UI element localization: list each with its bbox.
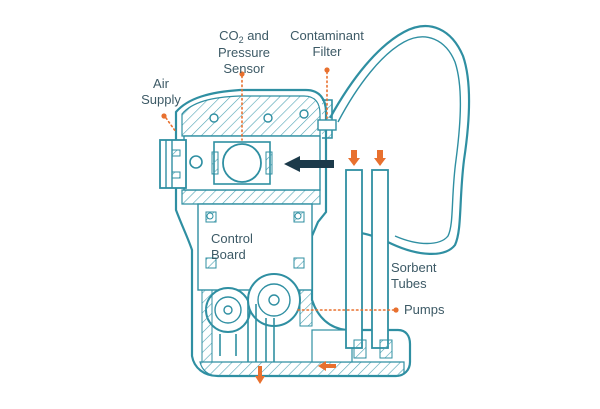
label-co2-sensor: CO2 and Pressure Sensor (212, 28, 276, 77)
sorbent-tube-left (345, 169, 363, 349)
label-air: Air (153, 76, 169, 91)
sorbent-inlet-arrow-left (348, 150, 360, 166)
upper-chamber-floor-hatch (181, 189, 321, 205)
bottom-flow-arrow (318, 361, 336, 371)
upper-wall-hatch (181, 95, 321, 137)
leader-dot-air-supply (161, 113, 167, 119)
sorbent-inlet-arrow-right (374, 150, 386, 166)
face-mask (329, 24, 471, 255)
label-sorbent: Sorbent (391, 260, 437, 275)
leader-dot-contaminant-filter (324, 67, 330, 73)
label-control-board: Control Board (211, 231, 253, 263)
label-sorbent-tubes: Sorbent Tubes (391, 260, 437, 292)
label-air-supply: Air Supply (136, 76, 186, 108)
airflow-arrow (284, 156, 334, 172)
label-supply: Supply (141, 92, 181, 107)
sorbent-tube-right (371, 169, 389, 349)
leader-dot-co2-sensor (239, 71, 245, 77)
label-sensor: Sensor (223, 61, 265, 76)
bottom-wall-hatch (199, 361, 405, 377)
co2-sensor (222, 143, 262, 183)
label-tubes: Tubes (391, 276, 427, 291)
label-pumps: Pumps (404, 302, 444, 318)
air-inlet-hole (189, 155, 203, 169)
control-board-area (197, 203, 313, 291)
device-body-outline (174, 88, 412, 378)
label-board: Board (211, 247, 246, 262)
leader-air-supply (165, 117, 177, 133)
co2-pre: CO (219, 28, 239, 43)
co2-subscript: 2 (238, 35, 244, 45)
exhaust-arrow (255, 366, 265, 384)
co2-post: and (243, 28, 269, 43)
label-contaminant: Contaminant (290, 28, 364, 43)
label-filter: Filter (312, 44, 342, 59)
label-control: Control (211, 231, 253, 246)
leader-dot-pumps (393, 307, 399, 313)
label-contaminant-filter: Contaminant Filter (284, 28, 370, 60)
air-supply-port (159, 139, 187, 189)
label-pumps-text: Pumps (404, 302, 445, 317)
label-pressure: Pressure (217, 45, 271, 60)
face-mask-inner (337, 36, 462, 245)
